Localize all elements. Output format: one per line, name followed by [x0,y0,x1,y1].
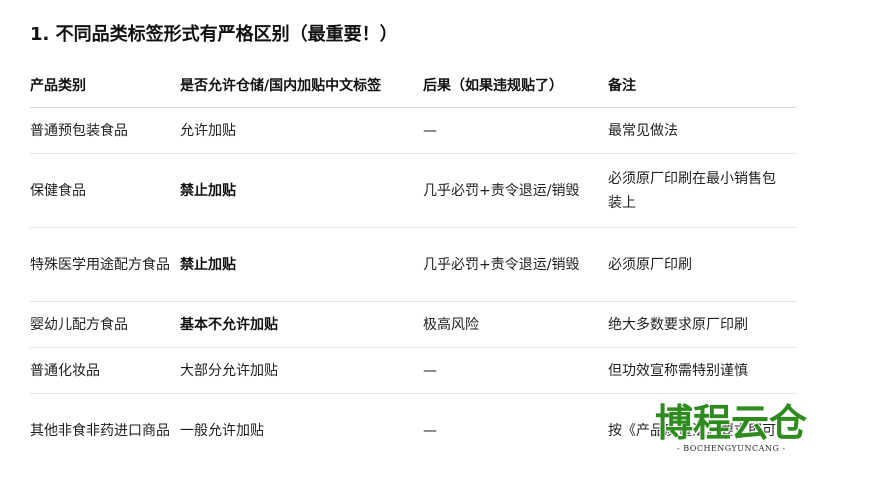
column-header-note: 备注 [608,62,797,108]
cell-consequence: — [423,422,437,439]
table-row: 保健食品 禁止加贴 几乎必罚+责令退运/销毁 必须原厂印刷在最小销售包装上 [30,153,797,228]
table-row: 普通预包装食品 允许加贴 — 最常见做法 [30,107,797,154]
cell-note: 绝大多数要求原厂印刷 [608,301,797,348]
column-header-category: 产品类别 [30,62,180,108]
section-heading: 1. 不同品类标签形式有严格区别（最重要！） [30,24,398,45]
table-row: 普通化妆品 大部分允许加贴 — 但功效宣称需特别谨慎 [30,347,797,394]
cell-consequence: 几乎必罚+责令退运/销毁 [423,153,608,228]
watermark-name: 博程云仓 [655,401,808,445]
watermark-subtitle: - BOCHENGYUNCANG - [677,444,786,453]
cell-note: 必须原厂印刷在最小销售包装上 [608,153,797,228]
cell-note: 必须原厂印刷 [608,227,797,302]
label-rules-table: 产品类别 是否允许仓储/国内加贴中文标签 后果（如果违规贴了） 备注 普通预包装… [30,62,797,467]
cell-note: 按《产品质量法》要求即可 [608,422,776,439]
column-header-allowed: 是否允许仓储/国内加贴中文标签 [180,62,423,108]
cell-consequence: — [423,107,608,154]
column-header-consequence: 后果（如果违规贴了） [423,62,608,108]
table-header: 产品类别 是否允许仓储/国内加贴中文标签 后果（如果违规贴了） 备注 [30,62,797,108]
table-row: 其他非食非药进口商品 一般允许加贴 — 按《产品质量法》要求即可 [30,394,797,468]
header-row: 产品类别 是否允许仓储/国内加贴中文标签 后果（如果违规贴了） 备注 [30,62,797,108]
table-body: 普通预包装食品 允许加贴 — 最常见做法 保健食品 禁止加贴 几乎必罚+责令退运… [30,107,797,468]
cell-allowed: 禁止加贴 [180,153,423,228]
cell-consequence: 极高风险 [423,301,608,348]
cell-allowed: 一般允许加贴 [180,422,264,439]
cell-note: 最常见做法 [608,107,797,154]
cell-category: 保健食品 [30,153,180,228]
cell-consequence: 几乎必罚+责令退运/销毁 [423,227,608,302]
cell-allowed: 允许加贴 [180,107,423,154]
cell-allowed: 基本不允许加贴 [180,301,423,348]
cell-category: 其他非食非药进口商品 [30,422,170,439]
table-row: 特殊医学用途配方食品 禁止加贴 几乎必罚+责令退运/销毁 必须原厂印刷 [30,227,797,302]
cell-category: 特殊医学用途配方食品 [30,227,180,302]
cell-category: 普通预包装食品 [30,107,180,154]
cell-note: 但功效宣称需特别谨慎 [608,347,797,394]
cell-category: 普通化妆品 [30,347,180,394]
cell-allowed: 禁止加贴 [180,227,423,302]
cell-allowed: 大部分允许加贴 [180,347,423,394]
cell-consequence: — [423,347,608,394]
table-row: 婴幼儿配方食品 基本不允许加贴 极高风险 绝大多数要求原厂印刷 [30,301,797,348]
watermark-logo: 博程云仓 - BOCHENGYUNCANG - [654,400,809,453]
cell-category: 婴幼儿配方食品 [30,301,180,348]
